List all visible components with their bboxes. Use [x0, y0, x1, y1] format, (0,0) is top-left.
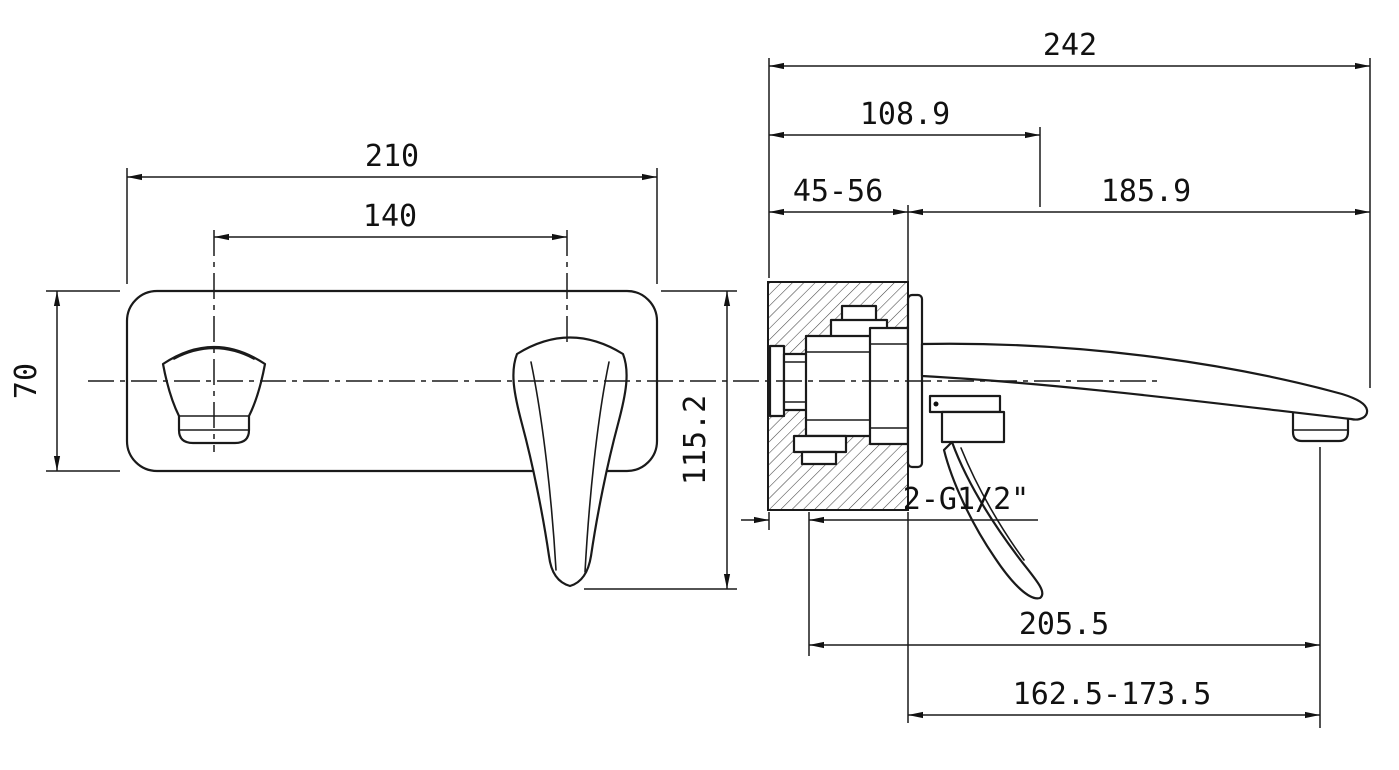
handle-hub-top [928, 394, 1002, 414]
dim-thread-note: 2-G1/2" [741, 482, 1038, 530]
dim-overall-depth-label: 242 [1043, 28, 1097, 63]
handle-lever [942, 440, 1044, 600]
valve-main-body [804, 334, 874, 438]
dim-overall-depth: 242 [768, 28, 1371, 388]
handle-front-body [512, 336, 628, 588]
valve-lower-stub [792, 434, 848, 454]
handle-front-inner-line [530, 361, 557, 571]
valve-front-housing [868, 326, 910, 446]
side-view [767, 281, 1369, 600]
dim-outlet-reach-label: 205.5 [1019, 607, 1109, 642]
valve-lower-cap [800, 450, 838, 466]
dim-overall-height: 115.2 [584, 290, 737, 590]
dim-center-distance-label: 140 [363, 199, 417, 234]
dim-plate-width: 210 [126, 139, 658, 284]
dimensions: 210 140 70 115.2 242 [9, 28, 1371, 728]
dim-plate-height-label: 70 [9, 363, 44, 399]
inlet-pipe [782, 352, 810, 412]
dim-outlet-reach: 205.5 [808, 447, 1321, 728]
dim-outlet-reach-range: 162.5-173.5 [907, 512, 1320, 723]
dim-spout-projection: 185.9 [908, 174, 1370, 216]
dim-outlet-reach-range-label: 162.5-173.5 [1013, 677, 1212, 712]
dim-plate-height: 70 [9, 290, 120, 472]
dim-spout-projection-label: 185.9 [1101, 174, 1191, 209]
dim-plate-width-label: 210 [365, 139, 419, 174]
front-view [125, 289, 659, 588]
dim-rough-in-depth: 108.9 [769, 97, 1041, 207]
handle-lever-inner-line [960, 447, 1025, 561]
dim-wall-thickness-range-label: 45-56 [793, 174, 883, 209]
dim-overall-height-label: 115.2 [678, 395, 713, 485]
dim-wall-thickness-range: 45-56 [769, 174, 909, 283]
handle-hub-base [940, 410, 1006, 444]
dim-thread-note-label: 2-G1/2" [903, 482, 1029, 517]
handle-front-inner-line [584, 361, 610, 573]
handle-set-screw [933, 401, 939, 407]
handle-front [512, 336, 628, 588]
dim-rough-in-depth-label: 108.9 [860, 97, 950, 132]
dim-center-distance: 140 [213, 199, 568, 452]
handle-side [928, 394, 1044, 600]
